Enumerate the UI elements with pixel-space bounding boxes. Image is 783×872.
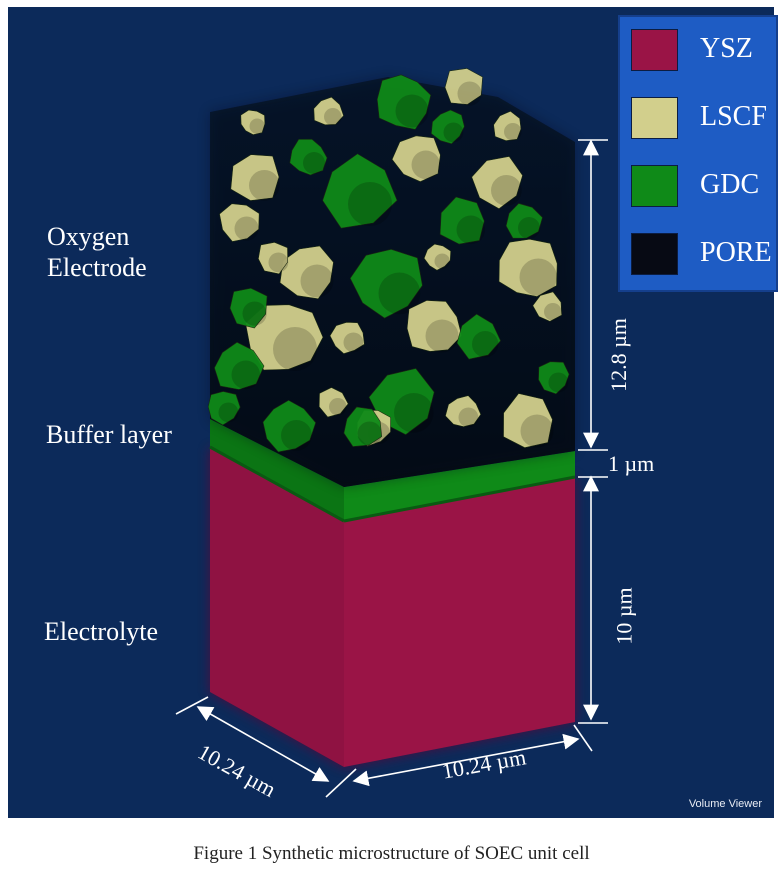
lscf-particle: [444, 68, 483, 105]
legend-item-ysz: YSZ: [620, 19, 776, 85]
lscf-particle: [498, 238, 558, 297]
gdc-particle: [456, 313, 501, 360]
legend-swatch-gdc: [631, 165, 678, 207]
particle-shadow: [458, 407, 479, 428]
legend-label-gdc: GDC: [700, 169, 760, 200]
particle-shadow: [491, 175, 522, 206]
lscf-particle: [532, 291, 563, 322]
particle-shadow: [303, 152, 325, 174]
particle-shadow: [329, 398, 347, 416]
oxygen-electrode-label: Oxygen Electrode: [47, 221, 147, 283]
lscf-particle: [471, 156, 523, 210]
particle-cluster: [207, 68, 570, 453]
particle-shadow: [324, 108, 342, 126]
buffer-layer-label: Buffer layer: [46, 420, 172, 449]
lscf-particle: [257, 241, 289, 275]
electrolyte-block: [210, 447, 575, 767]
particle-shadow: [434, 253, 450, 269]
gdc-particle: [207, 391, 241, 426]
legend-label-ysz: YSZ: [700, 33, 753, 64]
particle-shadow: [544, 303, 562, 321]
gdc-particle: [505, 203, 543, 239]
particle-shadow: [348, 182, 392, 226]
figure-caption: Figure 1 Synthetic microstructure of SOE…: [193, 843, 590, 864]
gdc-particle: [322, 153, 398, 229]
particle-shadow: [518, 217, 540, 239]
particle-shadow: [457, 81, 482, 106]
particle-shadow: [378, 272, 421, 315]
particle-shadow: [231, 360, 261, 390]
buffer-thickness-label: 1 µm: [608, 451, 655, 476]
particle-shadow: [300, 264, 334, 298]
lscf-particle: [279, 245, 334, 300]
legend-label-lscf: LSCF: [700, 101, 767, 132]
lscf-particle: [391, 135, 441, 183]
buffer-layer-slab: [209, 419, 576, 523]
gdc-particle: [439, 196, 485, 245]
gdc-particle: [229, 287, 268, 329]
particle-shadow: [519, 258, 557, 296]
lscf-particle: [230, 154, 280, 201]
oxygen-electrode-label-line2: Electrode: [47, 253, 147, 282]
particle-shadow: [394, 393, 434, 433]
gdc-particle: [289, 138, 328, 176]
particle-shadow: [242, 301, 267, 326]
legend-label-pore: PORE: [700, 237, 772, 268]
lscf-particle: [318, 387, 349, 418]
particle-shadow: [273, 327, 317, 371]
lscf-particle: [493, 110, 522, 142]
dimension-lines: [175, 139, 608, 798]
legend-item-gdc: GDC: [620, 155, 776, 221]
particle-shadow: [425, 319, 459, 353]
gdc-particle: [262, 399, 317, 453]
legend-item-pore: PORE: [620, 223, 776, 289]
electrolyte-height-label: 10 µm: [611, 587, 637, 645]
lscf-particle: [329, 321, 365, 355]
lscf-particle: [313, 96, 344, 126]
lscf-particle: [503, 393, 553, 449]
electrolyte-label: Electrolyte: [44, 617, 159, 646]
legend-swatch-ysz: [631, 29, 678, 71]
particle-shadow: [472, 331, 499, 358]
electrode-height-label: 12.8 µm: [605, 318, 631, 392]
gdc-particle: [214, 341, 265, 390]
lscf-particle: [219, 203, 260, 242]
gdc-particle: [343, 406, 383, 447]
particle-shadow: [443, 122, 464, 143]
particle-shadow: [357, 421, 382, 446]
legend-item-lscf: LSCF: [620, 87, 776, 153]
lscf-particle: [423, 243, 452, 271]
gdc-particle: [538, 361, 570, 395]
particle-shadow: [281, 420, 312, 451]
particle-shadow: [249, 118, 265, 134]
legend-swatch-pore: [631, 233, 678, 275]
particle-shadow: [268, 252, 289, 273]
particle-shadow: [548, 372, 569, 393]
particle-shadow: [218, 402, 239, 423]
oxygen-electrode-label-line1: Oxygen: [47, 222, 130, 251]
particle-shadow: [411, 150, 441, 180]
watermark: Volume Viewer: [688, 798, 762, 810]
particle-shadow: [456, 215, 486, 245]
lscf-particle: [445, 395, 482, 428]
particle-shadow: [395, 94, 429, 128]
lscf-particle: [406, 300, 463, 352]
particle-shadow: [343, 332, 364, 353]
lscf-particle: [245, 304, 324, 371]
gdc-particle: [376, 74, 432, 130]
particle-shadow: [504, 123, 522, 141]
gdc-particle: [430, 109, 465, 145]
legend: YSZ LSCF GDC PORE: [618, 15, 778, 292]
particle-shadow: [520, 414, 554, 448]
gdc-particle: [349, 248, 423, 319]
lscf-particle: [240, 109, 266, 136]
particle-shadow: [234, 216, 259, 241]
particle-shadow: [249, 170, 280, 201]
figure-panel: Oxygen Electrode Buffer layer Electrolyt…: [8, 7, 778, 818]
unit-cell-diagram: [175, 68, 608, 798]
legend-swatch-lscf: [631, 97, 678, 139]
